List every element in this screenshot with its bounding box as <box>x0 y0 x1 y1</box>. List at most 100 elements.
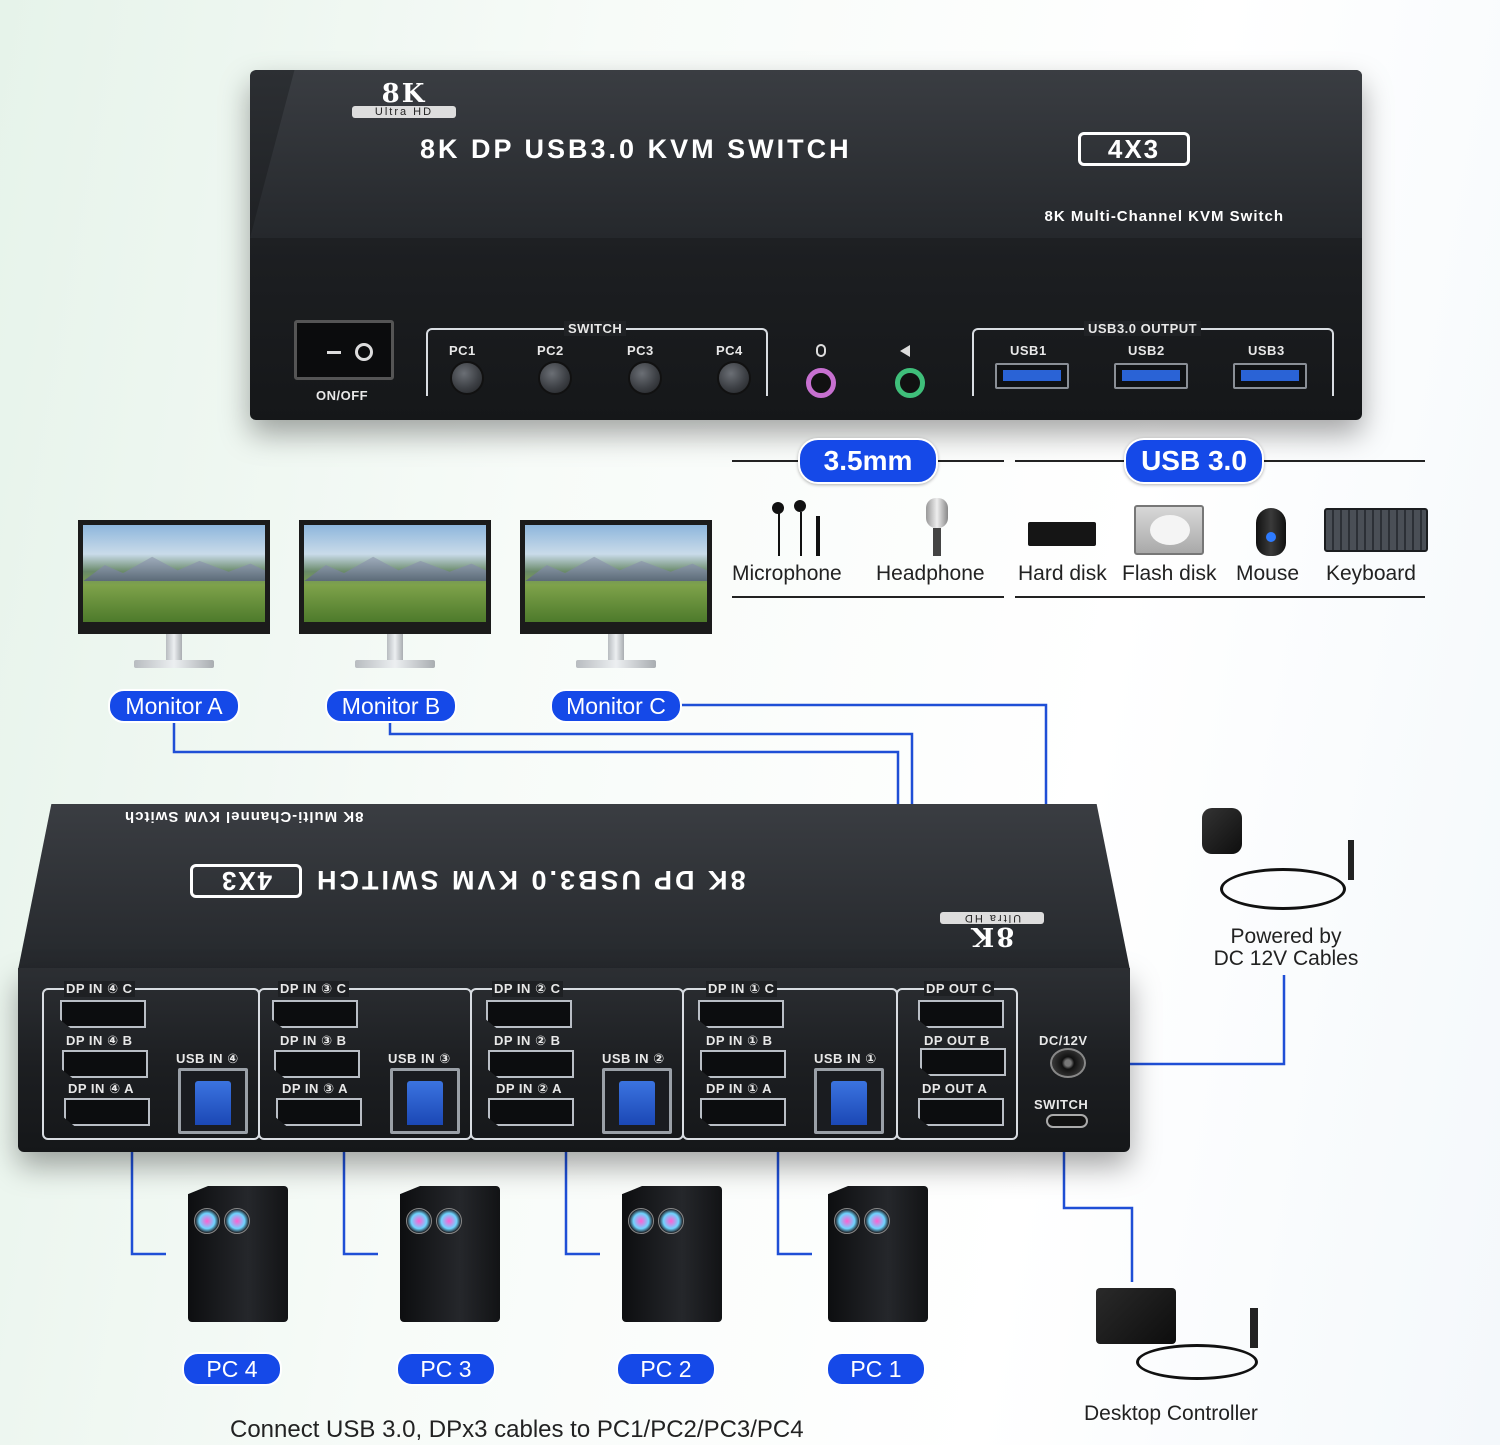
switch-button-pc4-label: PC4 <box>716 343 743 358</box>
controller-body <box>1096 1288 1176 1344</box>
earphone-cable-2 <box>800 512 802 556</box>
switch-button-pc1[interactable] <box>450 361 484 395</box>
usb1-port[interactable] <box>995 363 1069 389</box>
rear-device-title: 8K DP USB3.0 KVM SWITCH <box>314 865 746 895</box>
monitor-b-screen <box>299 520 491 634</box>
dp-out-a-label: DP OUT A <box>922 1081 988 1096</box>
hard-disk-icon <box>1028 522 1096 546</box>
usb-in-2-port[interactable] <box>602 1068 672 1134</box>
usb-in-1-label: USB IN ① <box>814 1051 877 1066</box>
usb-in-3-port[interactable] <box>390 1068 460 1134</box>
earphone-plug <box>816 516 820 556</box>
usb1-label: USB1 <box>1010 343 1047 358</box>
earbud-left <box>772 502 784 514</box>
dp-in-3b-label: DP IN ③ B <box>280 1033 347 1048</box>
switch-button-pc1-label: PC1 <box>449 343 476 358</box>
dp-in-1a-port[interactable] <box>700 1098 786 1126</box>
rear-logo-8k-text: 8K <box>969 921 1015 951</box>
monitor-c-screen <box>520 520 712 634</box>
monitor-a-screen <box>78 520 270 634</box>
dp-in-4b-port[interactable] <box>62 1050 148 1078</box>
switch-button-pc2-label: PC2 <box>537 343 564 358</box>
switch-button-pc4[interactable] <box>717 361 751 395</box>
dp-in-3a-label: DP IN ③ A <box>282 1081 349 1096</box>
pc3-badge: PC 3 <box>396 1352 496 1386</box>
switch-button-pc3-label: PC3 <box>627 343 654 358</box>
dp-out-c-label: DP OUT C <box>924 981 994 996</box>
desktop-controller-icon <box>1096 1288 1270 1388</box>
ultra-hd-logo: 8K Ultra HD <box>352 79 456 118</box>
adapter-plug <box>1348 840 1354 880</box>
wire-pc4 <box>130 1144 166 1256</box>
usb-in-3-label: USB IN ③ <box>388 1051 451 1066</box>
hard-disk-caption: Hard disk <box>1018 562 1107 585</box>
dp-in-2c-port[interactable] <box>486 1000 572 1028</box>
wire-controller <box>1062 1124 1134 1282</box>
power-caption-line1: Powered by <box>1230 925 1342 948</box>
speaker-icon <box>900 345 910 357</box>
wire-pc1 <box>776 1138 812 1256</box>
dp-in-3a-port[interactable] <box>276 1098 362 1126</box>
mouse-logo <box>1266 532 1276 542</box>
top-kvm-device: 8K Ultra HD 8K DP USB3.0 KVM SWITCH 4X3 … <box>250 70 1362 420</box>
dp-in-2b-label: DP IN ② B <box>494 1033 561 1048</box>
monitor-b-stand <box>387 634 403 662</box>
monitor-a-stand <box>166 634 182 662</box>
flash-disk-icon <box>1134 505 1204 555</box>
dp-in-1a-label: DP IN ① A <box>706 1081 773 1096</box>
footer-caption: Connect USB 3.0, DPx3 cables to PC1/PC2/… <box>230 1416 804 1443</box>
usb3-port[interactable] <box>1233 363 1307 389</box>
controller-cable-coil <box>1136 1344 1258 1380</box>
usb-in-4-port[interactable] <box>178 1068 248 1134</box>
rear-device-title-badge: 4X3 <box>190 864 302 898</box>
mouse-caption: Mouse <box>1236 562 1300 585</box>
keyboard-icon <box>1324 508 1428 552</box>
rear-device-subtitle: 8K Multi-Channel KVM Switch <box>124 808 364 825</box>
top-device-subtitle: 8K Multi-Channel KVM Switch <box>1044 208 1284 225</box>
switch-button-pc2[interactable] <box>538 361 572 395</box>
dp-in-4c-port[interactable] <box>60 1000 146 1028</box>
dp-in-4c-label: DP IN ④ C <box>64 981 135 997</box>
top-device-title: 8K DP USB3.0 KVM SWITCH <box>420 134 852 164</box>
power-rocker-switch[interactable] <box>294 320 394 380</box>
dp-in-3c-port[interactable] <box>272 1000 358 1028</box>
dp-in-4a-port[interactable] <box>64 1098 150 1126</box>
dp-in-1c-label: DP IN ① C <box>706 981 777 997</box>
dp-out-c-port[interactable] <box>918 1000 1004 1028</box>
earphone-icon <box>770 500 828 556</box>
rear-logo-ultra-hd-text: Ultra HD <box>940 912 1044 924</box>
dc-12v-jack[interactable] <box>1050 1048 1086 1078</box>
pc2-tower <box>622 1186 722 1322</box>
logo-ultra-hd-text: Ultra HD <box>352 106 456 118</box>
speaker-jack[interactable] <box>895 368 925 398</box>
usb-in-2-label: USB IN ② <box>602 1051 665 1066</box>
pc2-badge: PC 2 <box>616 1352 716 1386</box>
switch-controller-port[interactable] <box>1046 1114 1088 1128</box>
pc3-tower <box>400 1186 500 1322</box>
switch-group-label: SWITCH <box>564 321 627 336</box>
usb-in-1-port[interactable] <box>814 1068 884 1134</box>
dp-out-b-port[interactable] <box>920 1048 1006 1076</box>
monitor-c-base <box>576 660 656 668</box>
dp-in-2a-port[interactable] <box>488 1098 574 1126</box>
pc4-tower <box>188 1186 288 1322</box>
adapter-body <box>1202 808 1242 854</box>
dp-in-3b-port[interactable] <box>274 1050 360 1078</box>
usb3-label: USB3 <box>1248 343 1285 358</box>
studio-mic-icon <box>926 498 948 558</box>
dp-in-1c-port[interactable] <box>698 1000 784 1028</box>
rear-ultra-hd-logo: 8K Ultra HD <box>940 912 1044 951</box>
dp-in-2b-port[interactable] <box>488 1050 574 1078</box>
monitor-c-stand <box>608 634 624 662</box>
dp-out-b-label: DP OUT B <box>924 1033 990 1048</box>
dp-out-a-port[interactable] <box>918 1098 1004 1126</box>
logo-8k-text: 8K <box>381 79 427 109</box>
switch-button-pc3[interactable] <box>628 361 662 395</box>
usb2-port[interactable] <box>1114 363 1188 389</box>
dp-in-1b-port[interactable] <box>700 1050 786 1078</box>
microphone-jack[interactable] <box>806 368 836 398</box>
rocker-line-mark <box>327 351 341 354</box>
rear-kvm-device: 8K Multi-Channel KVM Switch 8K DP USB3.0… <box>18 804 1130 1152</box>
top-device-face <box>250 70 1362 238</box>
dp-in-3c-label: DP IN ③ C <box>278 981 349 997</box>
